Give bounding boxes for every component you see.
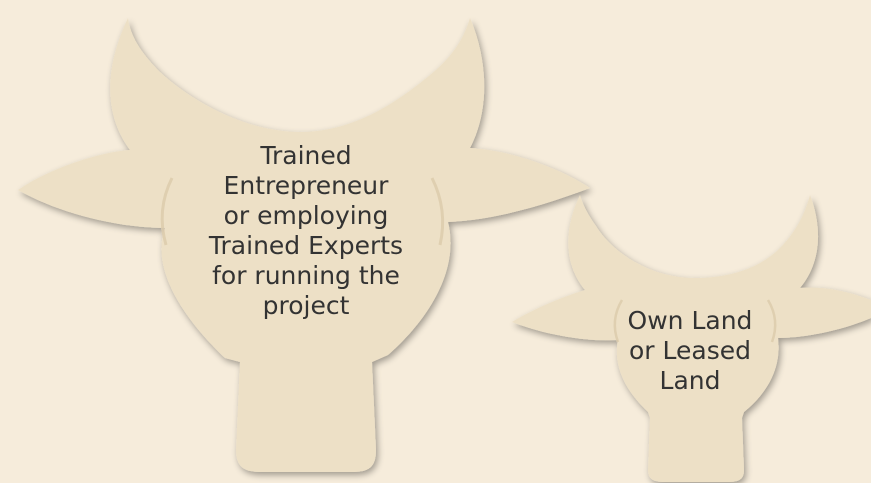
label-line: or Leased <box>629 336 751 365</box>
cow-large-label: Trained Entrepreneur or employing Traine… <box>195 141 417 321</box>
label-line: for running the <box>212 261 400 290</box>
label-line: Entrepreneur <box>223 171 389 200</box>
cow-head-large <box>18 18 590 472</box>
label-line: project <box>262 291 350 320</box>
label-line: Trained <box>260 141 352 170</box>
cow-head-small <box>512 195 871 482</box>
label-line: Own Land <box>627 306 753 335</box>
label-line: Land <box>659 366 721 395</box>
label-line: Trained Experts <box>208 231 404 260</box>
cow-small-label: Own Land or Leased Land <box>605 306 775 396</box>
label-line: or employing <box>223 201 389 230</box>
